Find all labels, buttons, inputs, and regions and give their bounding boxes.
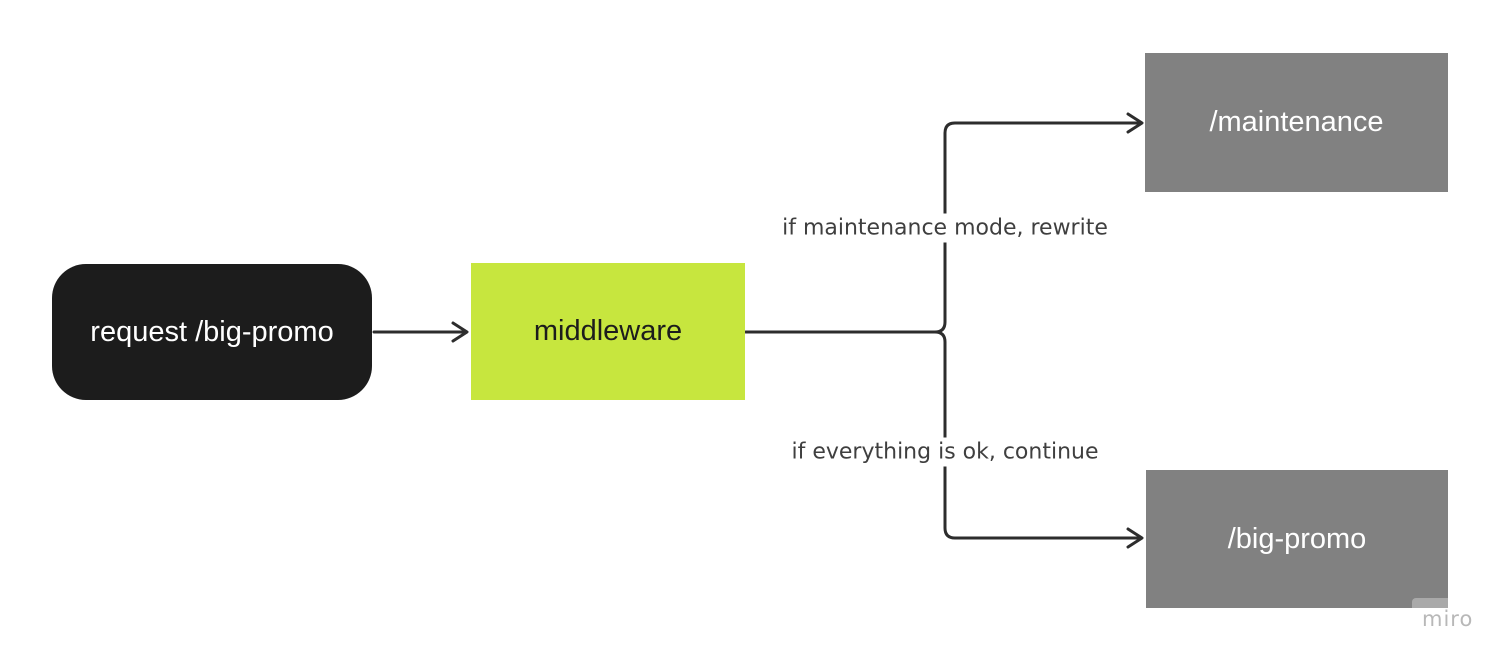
edge-label-maintenance-condition[interactable]: if maintenance mode, rewrite	[772, 213, 1118, 243]
node-big-promo-route[interactable]: /big-promo	[1146, 470, 1448, 608]
node-middleware[interactable]: middleware	[471, 263, 745, 400]
node-middleware-label: middleware	[533, 315, 683, 347]
arrowhead-middleware-to-maintenance-icon	[1126, 112, 1144, 134]
miro-watermark: miro	[1422, 607, 1474, 631]
node-request-label: request /big-promo	[90, 315, 334, 348]
edge-label-ok-condition[interactable]: if everything is ok, continue	[781, 437, 1109, 467]
arrowhead-request-to-middleware-icon	[451, 321, 469, 343]
node-maintenance-route[interactable]: /maintenance	[1145, 53, 1448, 192]
node-request-big-promo[interactable]: request /big-promo	[52, 264, 372, 400]
connector-middleware-to-big-promo[interactable]	[744, 330, 1140, 540]
watermark-plate	[1412, 598, 1448, 608]
node-big-promo-label: /big-promo	[1227, 522, 1367, 555]
node-maintenance-label: /maintenance	[1209, 106, 1384, 138]
arrowhead-middleware-to-big-promo-icon	[1126, 527, 1144, 549]
